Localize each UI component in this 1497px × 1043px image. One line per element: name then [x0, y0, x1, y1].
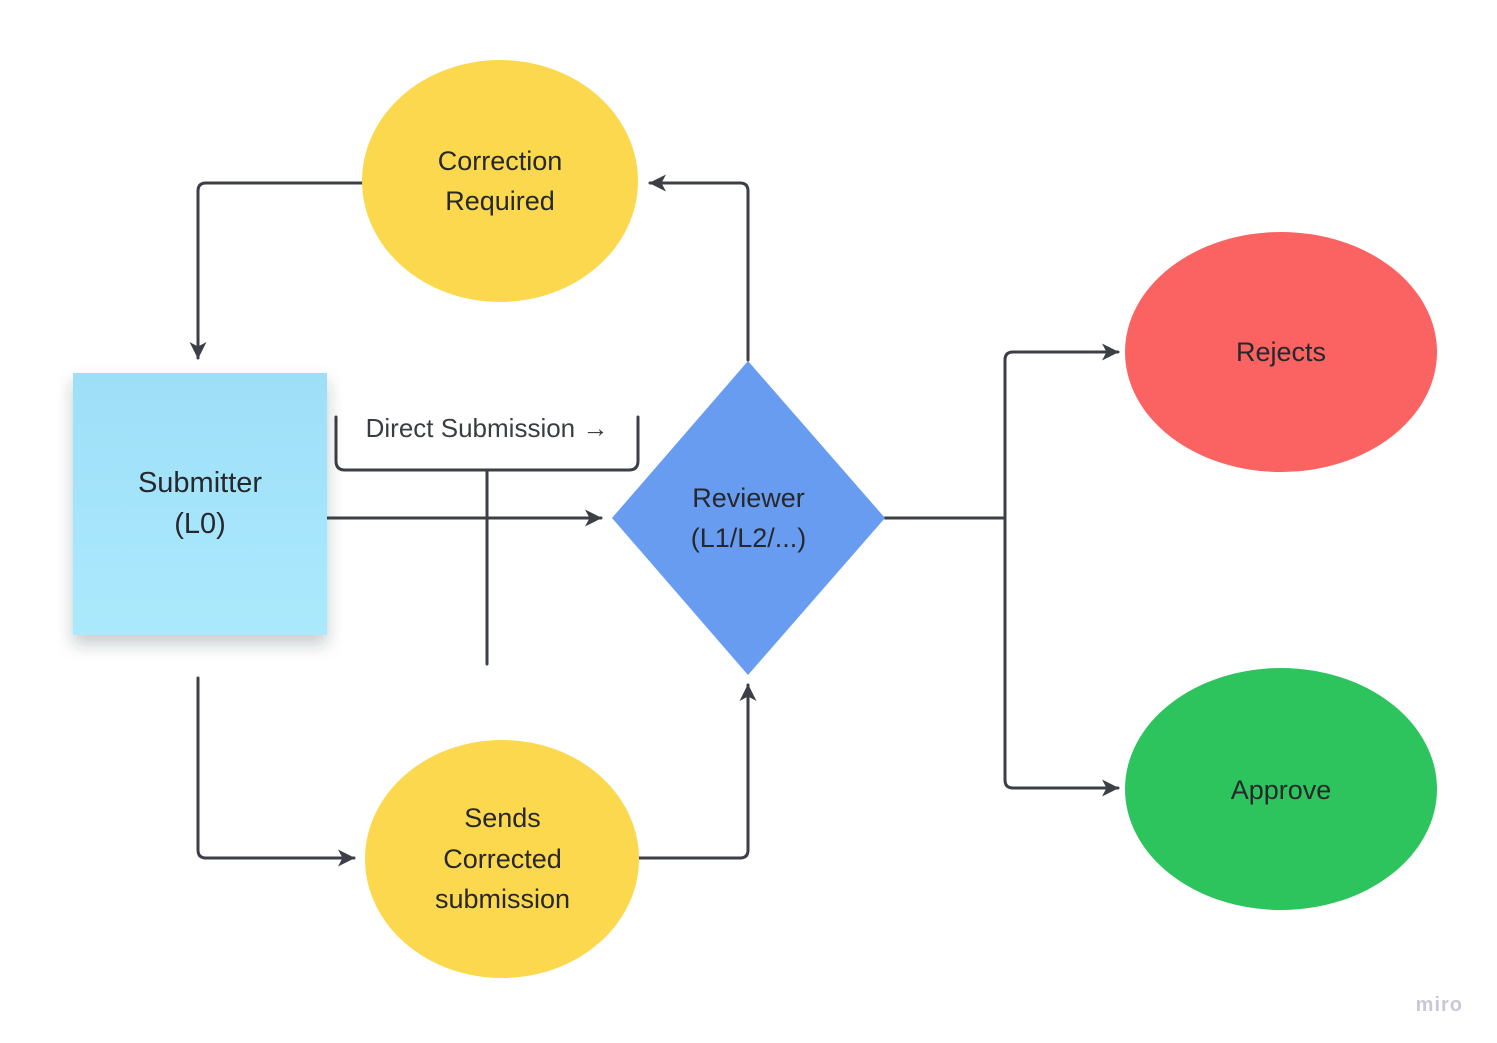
approve-ellipse[interactable]	[1125, 668, 1437, 910]
reviewer-diamond[interactable]	[612, 361, 885, 675]
miro-logo-watermark: miro	[1415, 994, 1463, 1016]
edge-submitter-to-sends[interactable]	[196, 676, 356, 867]
edge-reviewer-to-correction[interactable]	[648, 174, 750, 362]
correction-required-ellipse[interactable]	[362, 60, 638, 302]
sends-corrected-ellipse[interactable]	[365, 740, 639, 978]
edge-sends-to-reviewer[interactable]	[637, 683, 757, 860]
rejects-ellipse[interactable]	[1125, 232, 1437, 472]
direct-submission-bracket[interactable]	[334, 415, 640, 472]
edge-split-to-rejects[interactable]	[1003, 343, 1120, 520]
submitter-sticky-note[interactable]	[73, 373, 327, 635]
edge-correction-to-submitter[interactable]	[189, 181, 365, 360]
edge-split-to-approve[interactable]	[1003, 516, 1120, 797]
